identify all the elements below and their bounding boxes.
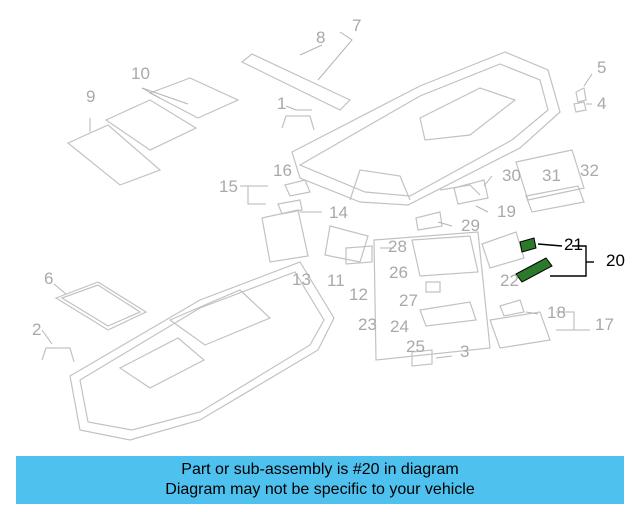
rear-lamp [489, 299, 551, 349]
callout-29: 29 [461, 216, 480, 235]
grab-handle-upper [281, 115, 315, 131]
callout-28: 28 [388, 237, 407, 256]
callout-1: 1 [277, 94, 286, 113]
sunroof-glass [54, 281, 148, 331]
leader-lines [41, 31, 594, 359]
callout-15: 15 [219, 177, 238, 196]
callout-20: 20 [606, 251, 625, 270]
highlighted-part-20 [515, 257, 553, 283]
grab-handle-lower [41, 347, 75, 363]
sun-visor [261, 179, 373, 265]
map-lamp [515, 149, 585, 213]
callout-27: 27 [399, 291, 418, 310]
trim-strip [240, 53, 352, 111]
callout-23: 23 [358, 315, 377, 334]
callout-22: 22 [500, 271, 519, 290]
callout-19: 19 [497, 202, 516, 221]
callout-10: 10 [131, 64, 150, 83]
callout-4: 4 [597, 94, 606, 113]
callout-24: 24 [390, 317, 409, 336]
clips [573, 87, 587, 113]
callout-6: 6 [44, 269, 53, 288]
callout-18: 18 [547, 303, 566, 322]
highlighted-part-21 [519, 237, 537, 253]
callout-26: 26 [389, 263, 408, 282]
info-banner: Part or sub-assembly is #20 in diagram D… [16, 456, 624, 504]
callout-21: 21 [564, 235, 583, 254]
callout-16: 16 [273, 161, 292, 180]
lower-headliner [69, 261, 335, 441]
callout-9: 9 [86, 87, 95, 106]
callout-13: 13 [292, 270, 311, 289]
lamp-parts [415, 179, 525, 269]
callout-31: 31 [542, 166, 561, 185]
callout-25: 25 [406, 337, 425, 356]
callout-3: 3 [460, 342, 469, 361]
callout-5: 5 [597, 58, 606, 77]
console-assembly [373, 231, 491, 367]
insulation-pads [66, 77, 240, 186]
callout-17: 17 [595, 315, 614, 334]
callout-14: 14 [329, 203, 348, 222]
callout-7: 7 [352, 16, 361, 35]
callout-8: 8 [316, 28, 325, 47]
callout-2: 2 [32, 320, 41, 339]
upper-headliner [291, 51, 561, 206]
callout-30: 30 [502, 166, 521, 185]
callout-32: 32 [580, 161, 599, 180]
callout-11: 11 [327, 271, 345, 290]
banner-line-1: Part or sub-assembly is #20 in diagram [181, 461, 459, 478]
banner-line-2: Diagram may not be specific to your vehi… [165, 481, 475, 498]
callout-12: 12 [349, 285, 368, 304]
